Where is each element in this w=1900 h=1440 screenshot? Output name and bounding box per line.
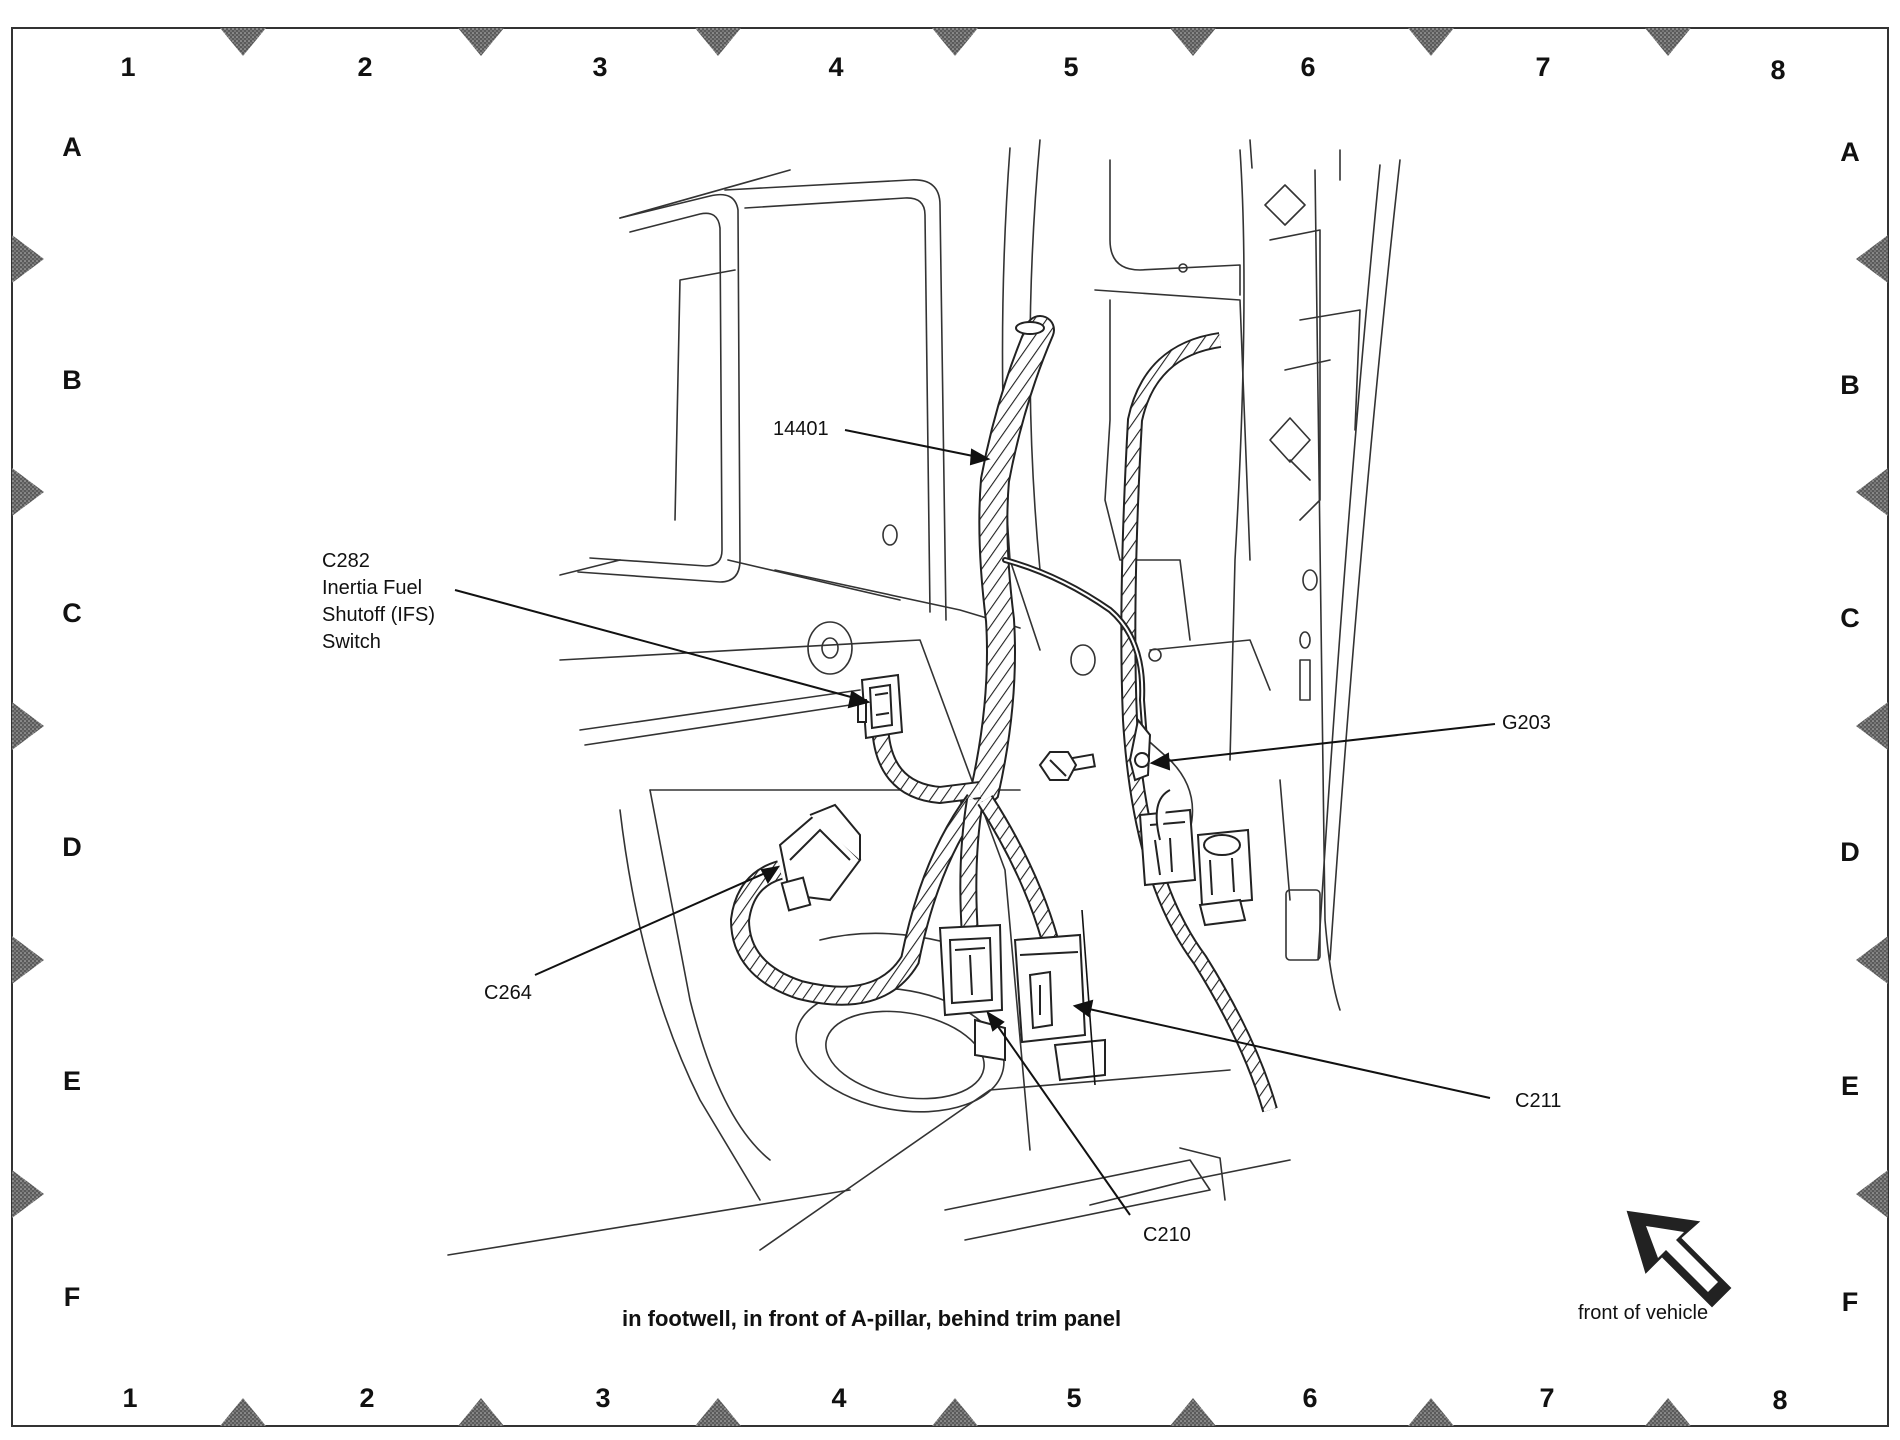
- zone-markers-bottom: [220, 1398, 1691, 1426]
- grid-row-left-E: E: [62, 1066, 81, 1096]
- callout-c282-line3: Switch: [322, 631, 381, 653]
- location-caption: in footwell, in front of A-pillar, behin…: [622, 1306, 1122, 1331]
- grid-col-bottom-6: 6: [1302, 1383, 1318, 1413]
- front-of-vehicle-label: front of vehicle: [1578, 1302, 1709, 1324]
- callout-c210: C210: [1143, 1224, 1191, 1246]
- grid-row-right-B: B: [1840, 370, 1860, 400]
- grid-col-bottom-2: 2: [359, 1383, 375, 1413]
- grid-col-top-4: 4: [828, 52, 844, 82]
- callout-g203: G203: [1502, 712, 1551, 734]
- grid-col-bottom-7: 7: [1539, 1383, 1555, 1413]
- grid-row-left-A: A: [62, 132, 82, 162]
- grid-row-right-E: E: [1840, 1071, 1859, 1101]
- callout-14401: 14401: [773, 418, 829, 440]
- callout-c211: C211: [1515, 1090, 1562, 1112]
- grid-col-bottom-5: 5: [1066, 1383, 1082, 1413]
- grid-col-top-1: 1: [120, 52, 136, 82]
- grid-row-left-B: B: [62, 365, 82, 395]
- c210-connector: [938, 923, 1006, 1062]
- c282-connector: [857, 673, 904, 740]
- callout-c282: C282 Inertia Fuel Shutoff (IFS) Switch: [322, 548, 435, 656]
- grid-col-bottom-1: 1: [122, 1383, 138, 1413]
- callout-c264: C264: [484, 982, 532, 1004]
- c264-connector: [778, 803, 862, 912]
- grid-row-left-D: D: [62, 832, 82, 862]
- front-of-vehicle-arrow-icon: [1626, 1210, 1732, 1308]
- leader-lines: [454, 429, 1496, 1216]
- grid-col-top-5: 5: [1063, 52, 1079, 82]
- grid-col-top-3: 3: [592, 52, 608, 82]
- grid-col-bottom-4: 4: [831, 1383, 847, 1413]
- grid-row-right-D: D: [1840, 837, 1860, 867]
- zone-markers-top: [220, 28, 1691, 56]
- zone-markers-left: [12, 235, 44, 1218]
- callout-c282-line2: Shutoff (IFS): [322, 604, 436, 626]
- ground-wire: [1002, 557, 1148, 743]
- grid-col-bottom-3: 3: [595, 1383, 611, 1413]
- callout-c282-id: C282: [322, 550, 370, 572]
- grid-row-left-F: F: [63, 1282, 81, 1312]
- grid-row-left-C: C: [62, 598, 82, 628]
- zone-markers-right: [1856, 235, 1888, 1218]
- mating-connectors: [1138, 789, 1254, 927]
- grid-col-bottom-8: 8: [1772, 1385, 1788, 1415]
- grid-col-top-8: 8: [1770, 55, 1786, 85]
- grid-row-right-C: C: [1840, 603, 1860, 633]
- grid-col-top-2: 2: [357, 52, 373, 82]
- grid-row-right-F: F: [1841, 1287, 1859, 1317]
- grid-row-right-A: A: [1840, 137, 1860, 167]
- grid-col-top-6: 6: [1300, 52, 1316, 82]
- frame-border: [11, 27, 1889, 1427]
- callout-c282-line1: Inertia Fuel: [322, 577, 423, 599]
- g203-ground-bolt: [1038, 717, 1152, 782]
- grid-col-top-7: 7: [1535, 52, 1551, 82]
